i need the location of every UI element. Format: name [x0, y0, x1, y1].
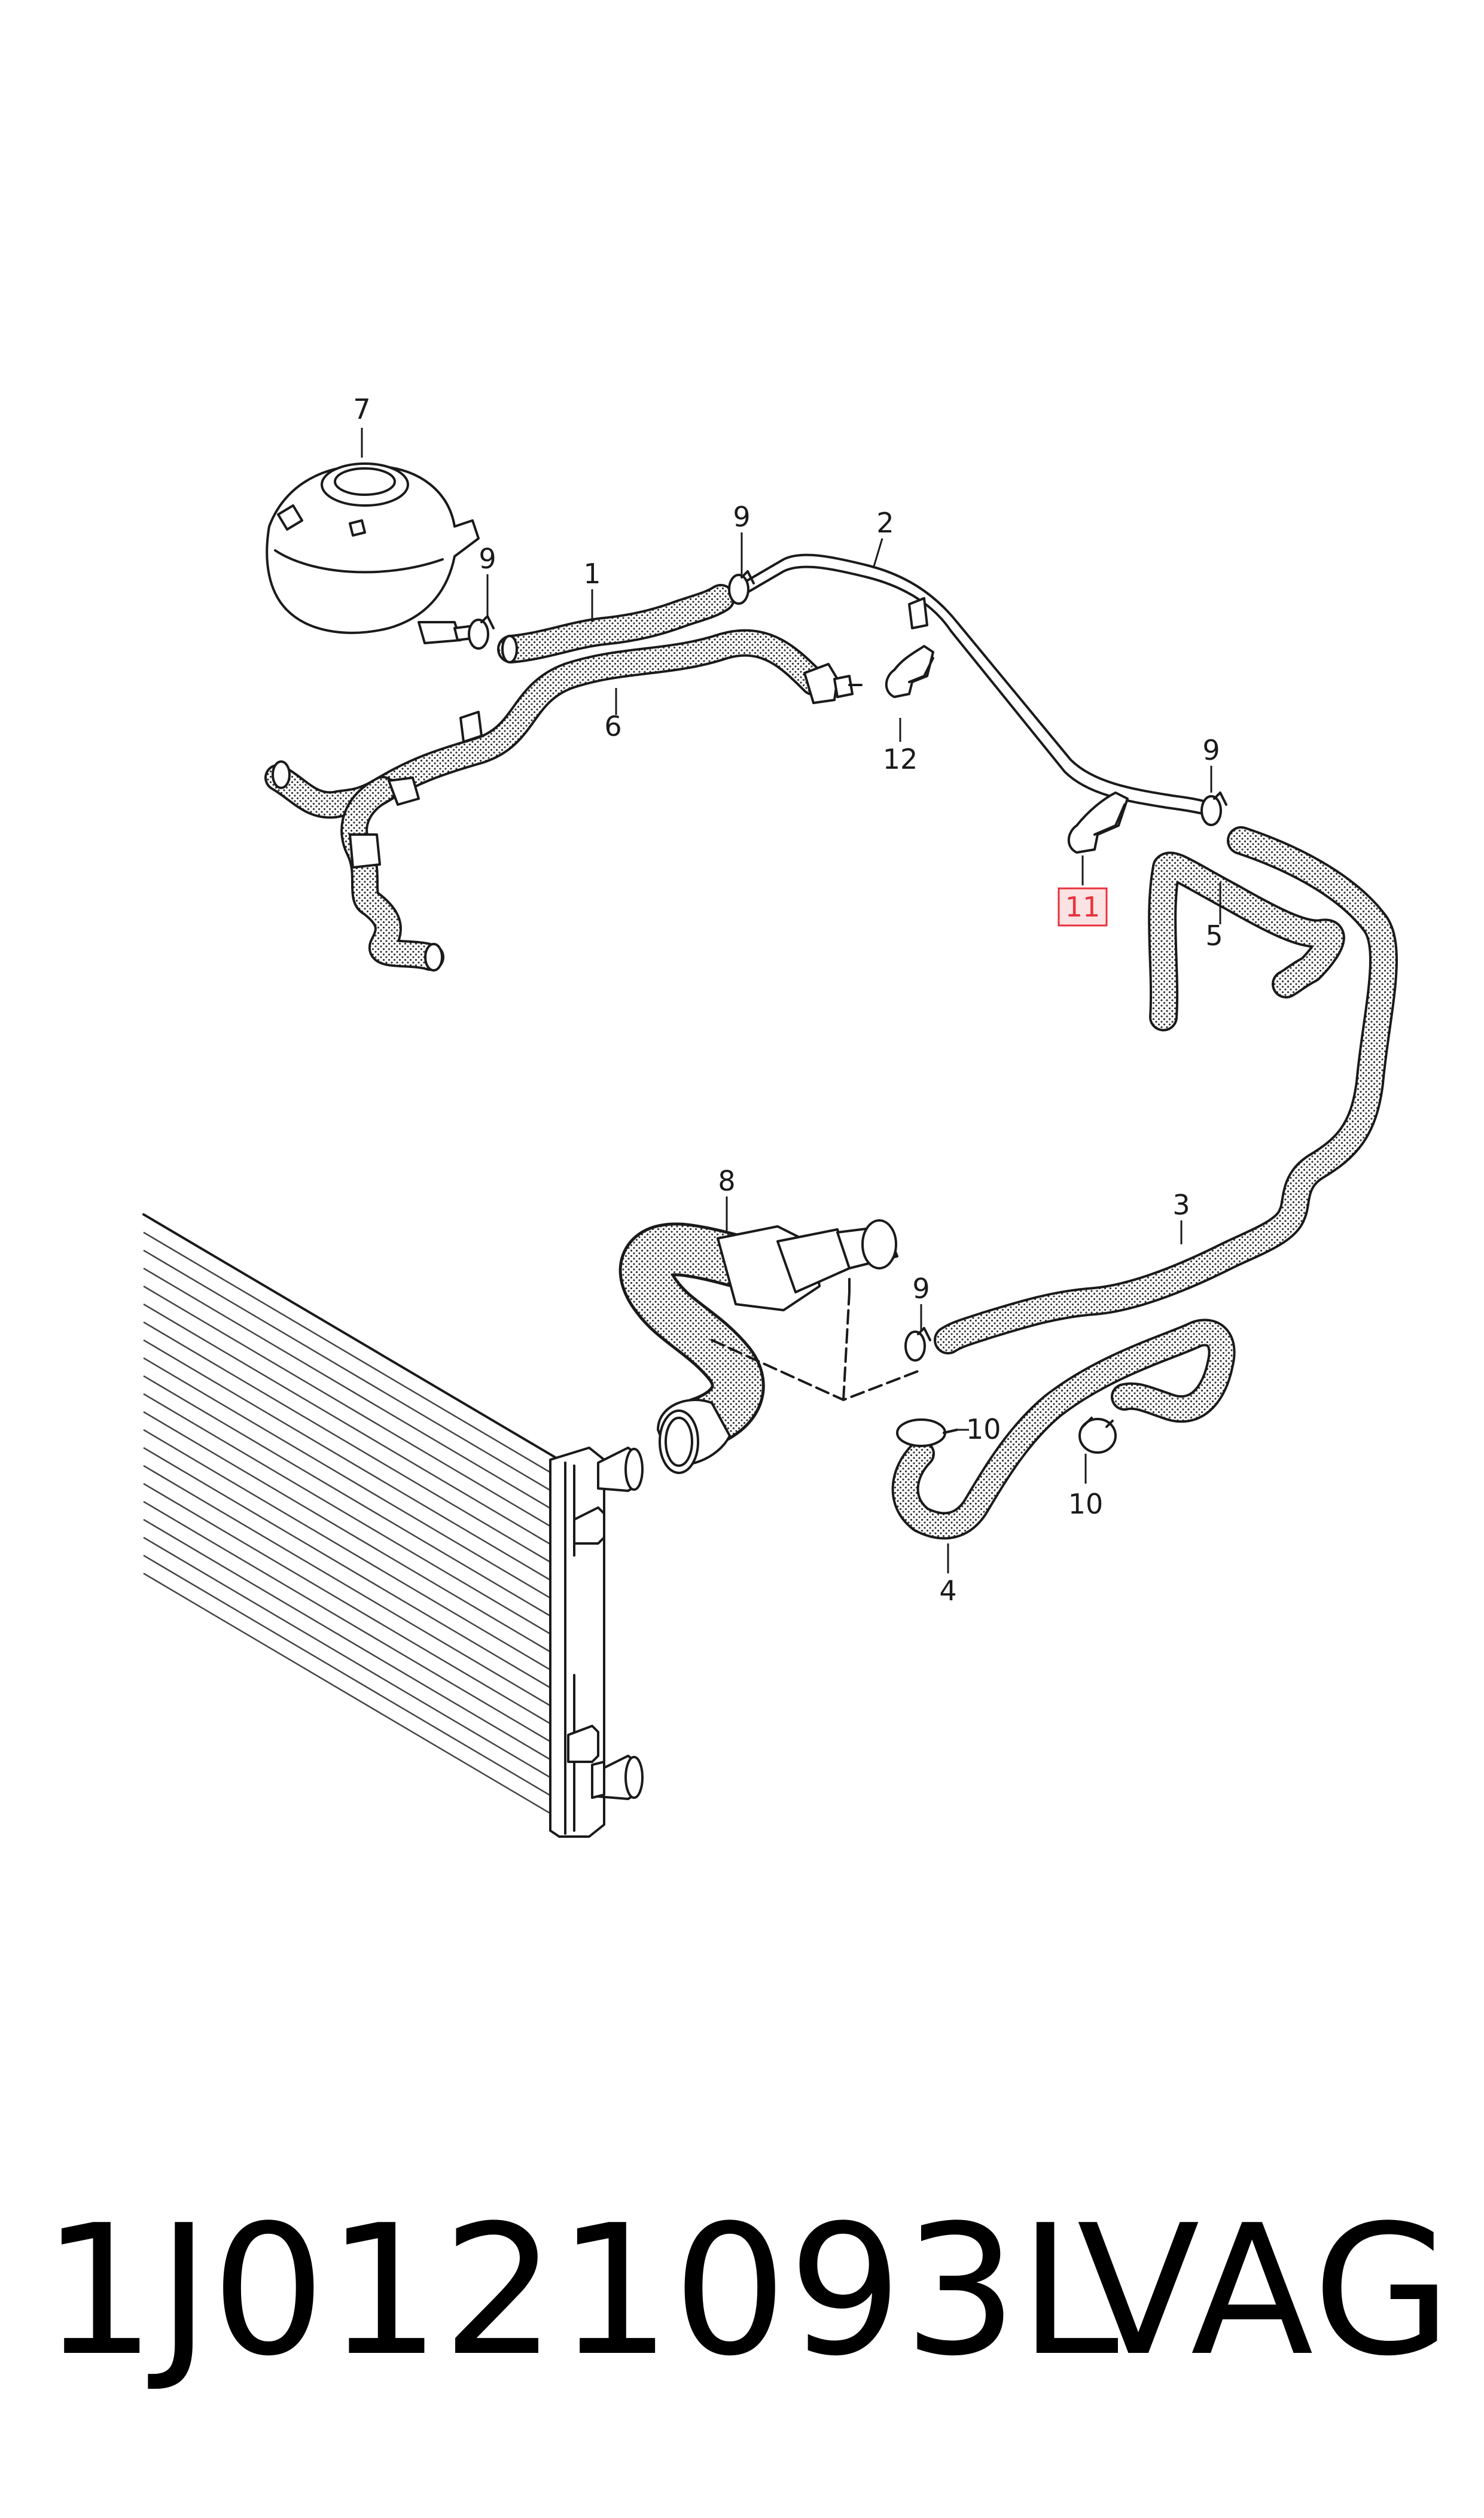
pipe-2 — [746, 553, 1215, 816]
callout-3: 3 — [1172, 1189, 1190, 1221]
callout-9-upper: 9 — [733, 501, 750, 533]
callout-4: 4 — [939, 1575, 956, 1607]
callout-9-tank: 9 — [479, 543, 496, 575]
hose-8 — [618, 1219, 898, 1474]
callout-9-lower: 9 — [912, 1272, 930, 1305]
brand-label: VAG — [1077, 2187, 1454, 2395]
callout-9-right: 9 — [1202, 734, 1220, 766]
callout-11: 11 — [1065, 891, 1101, 923]
callout-10-right: 10 — [1068, 1488, 1104, 1520]
hose-3 — [934, 826, 1398, 1354]
expansion-tank — [266, 462, 483, 644]
hose-4 — [891, 1319, 1236, 1540]
callout-2: 2 — [876, 507, 894, 539]
clamp-9-upper — [728, 570, 755, 605]
hose-5 — [1148, 851, 1345, 1031]
clamp-10-left — [896, 1418, 958, 1447]
callout-6: 6 — [604, 710, 621, 742]
hose-6 — [264, 629, 863, 972]
callout-1: 1 — [583, 558, 601, 590]
radiator — [142, 1213, 644, 1838]
callout-11-highlight — [1058, 887, 1108, 927]
clip-11 — [1067, 791, 1129, 854]
callout-5: 5 — [1205, 919, 1223, 952]
callout-10-left: 10 — [966, 1413, 1001, 1445]
coolant-hose-exploded-diagram: 7 9 9 1 2 6 12 9 11 5 8 3 9 10 10 4 — [142, 393, 1398, 1838]
part-number: 1J0121093L — [42, 2187, 1120, 2395]
radiator-fins — [143, 1213, 560, 1820]
clamp-9-right — [1200, 791, 1227, 826]
hose-1 — [497, 584, 735, 663]
clamp-9-tank — [468, 615, 495, 650]
callout-7: 7 — [353, 393, 370, 425]
callout-8: 8 — [718, 1165, 735, 1197]
callout-12: 12 — [883, 743, 918, 775]
clamp-10-right — [1078, 1417, 1117, 1454]
clamp-9-lower — [904, 1327, 931, 1362]
